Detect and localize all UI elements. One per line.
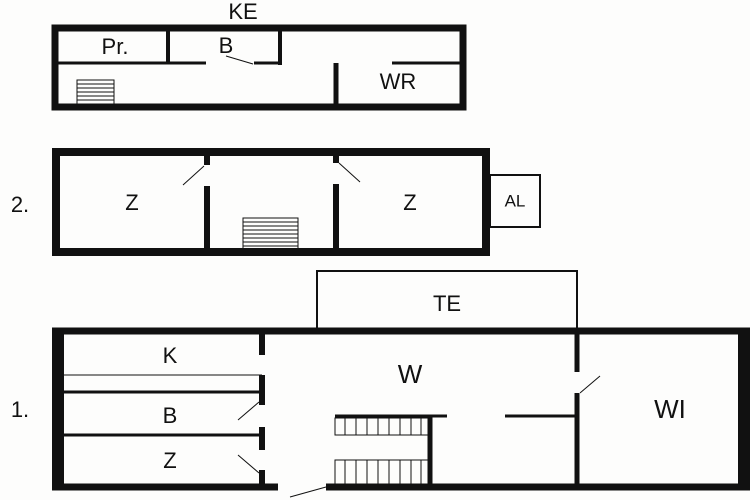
door-swing: [182, 165, 205, 186]
room-label-utility: WR: [380, 69, 417, 94]
room-label-living: W: [398, 359, 423, 389]
door-swing: [338, 162, 361, 183]
second-floor: 2. Z Z AL: [11, 148, 541, 256]
basement-floor: KE Pr. B WR: [51, 0, 467, 111]
second-outer-wall: [52, 148, 490, 256]
stairs-icon: [76, 79, 115, 105]
basement-title: KE: [228, 0, 257, 24]
room-label-bedroom-right: Z: [403, 190, 416, 215]
room-label-bath: B: [219, 33, 234, 58]
floor-level-label: 1.: [11, 397, 29, 422]
room-label-terrace: TE: [433, 291, 461, 316]
room-label-bath: B: [163, 403, 178, 428]
door-swing: [579, 375, 601, 394]
room-label-bedroom: Z: [163, 448, 176, 473]
balcony-outline: [489, 174, 541, 228]
room-label-winter-garden: WI: [654, 394, 686, 424]
first-floor: 1. TE: [11, 270, 750, 498]
room-label-pantry: Pr.: [102, 34, 129, 59]
room-label-bedroom-left: Z: [125, 190, 138, 215]
door-swing: [237, 454, 260, 474]
door-swing: [225, 55, 254, 65]
door-swing: [289, 486, 327, 498]
door-swing: [237, 401, 260, 421]
stairs-icon: [334, 417, 429, 485]
stairs-icon: [242, 217, 299, 250]
basement-outer-wall: [51, 24, 467, 111]
floor-level-label: 2.: [11, 192, 29, 217]
room-label-kitchen: K: [163, 343, 178, 368]
room-label-balcony: AL: [505, 191, 526, 210]
